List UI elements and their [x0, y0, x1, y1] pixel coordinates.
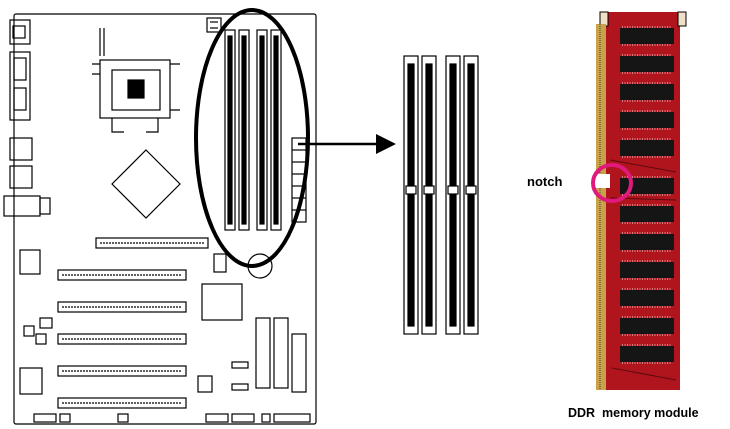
pci-slots: [57, 269, 187, 409]
dimm-slots-on-board: [224, 29, 282, 231]
rear-io-ports: [3, 19, 51, 217]
enlarged-dimm-slots: [403, 55, 479, 335]
module-caption: DDR memory module: [568, 406, 699, 420]
dimm-slot-icon: [463, 55, 479, 335]
dimm-slot-icon: [403, 55, 419, 335]
notch-label: notch: [527, 174, 563, 189]
dimm-slot-icon: [445, 55, 461, 335]
cpu-socket: [92, 28, 180, 133]
notch-highlight-ring-icon: [591, 163, 633, 203]
dimm-highlight-ellipse: [194, 8, 310, 268]
motherboard-outline-icon: [3, 8, 317, 425]
ddr-memory-module-icon: [591, 11, 687, 390]
dimm-slot-icon: [421, 55, 437, 335]
arrow-right-icon: [298, 134, 396, 154]
chipset-heatsink: [111, 149, 181, 219]
pcie-x16-slot: [95, 237, 209, 249]
board-edge: [13, 13, 317, 425]
